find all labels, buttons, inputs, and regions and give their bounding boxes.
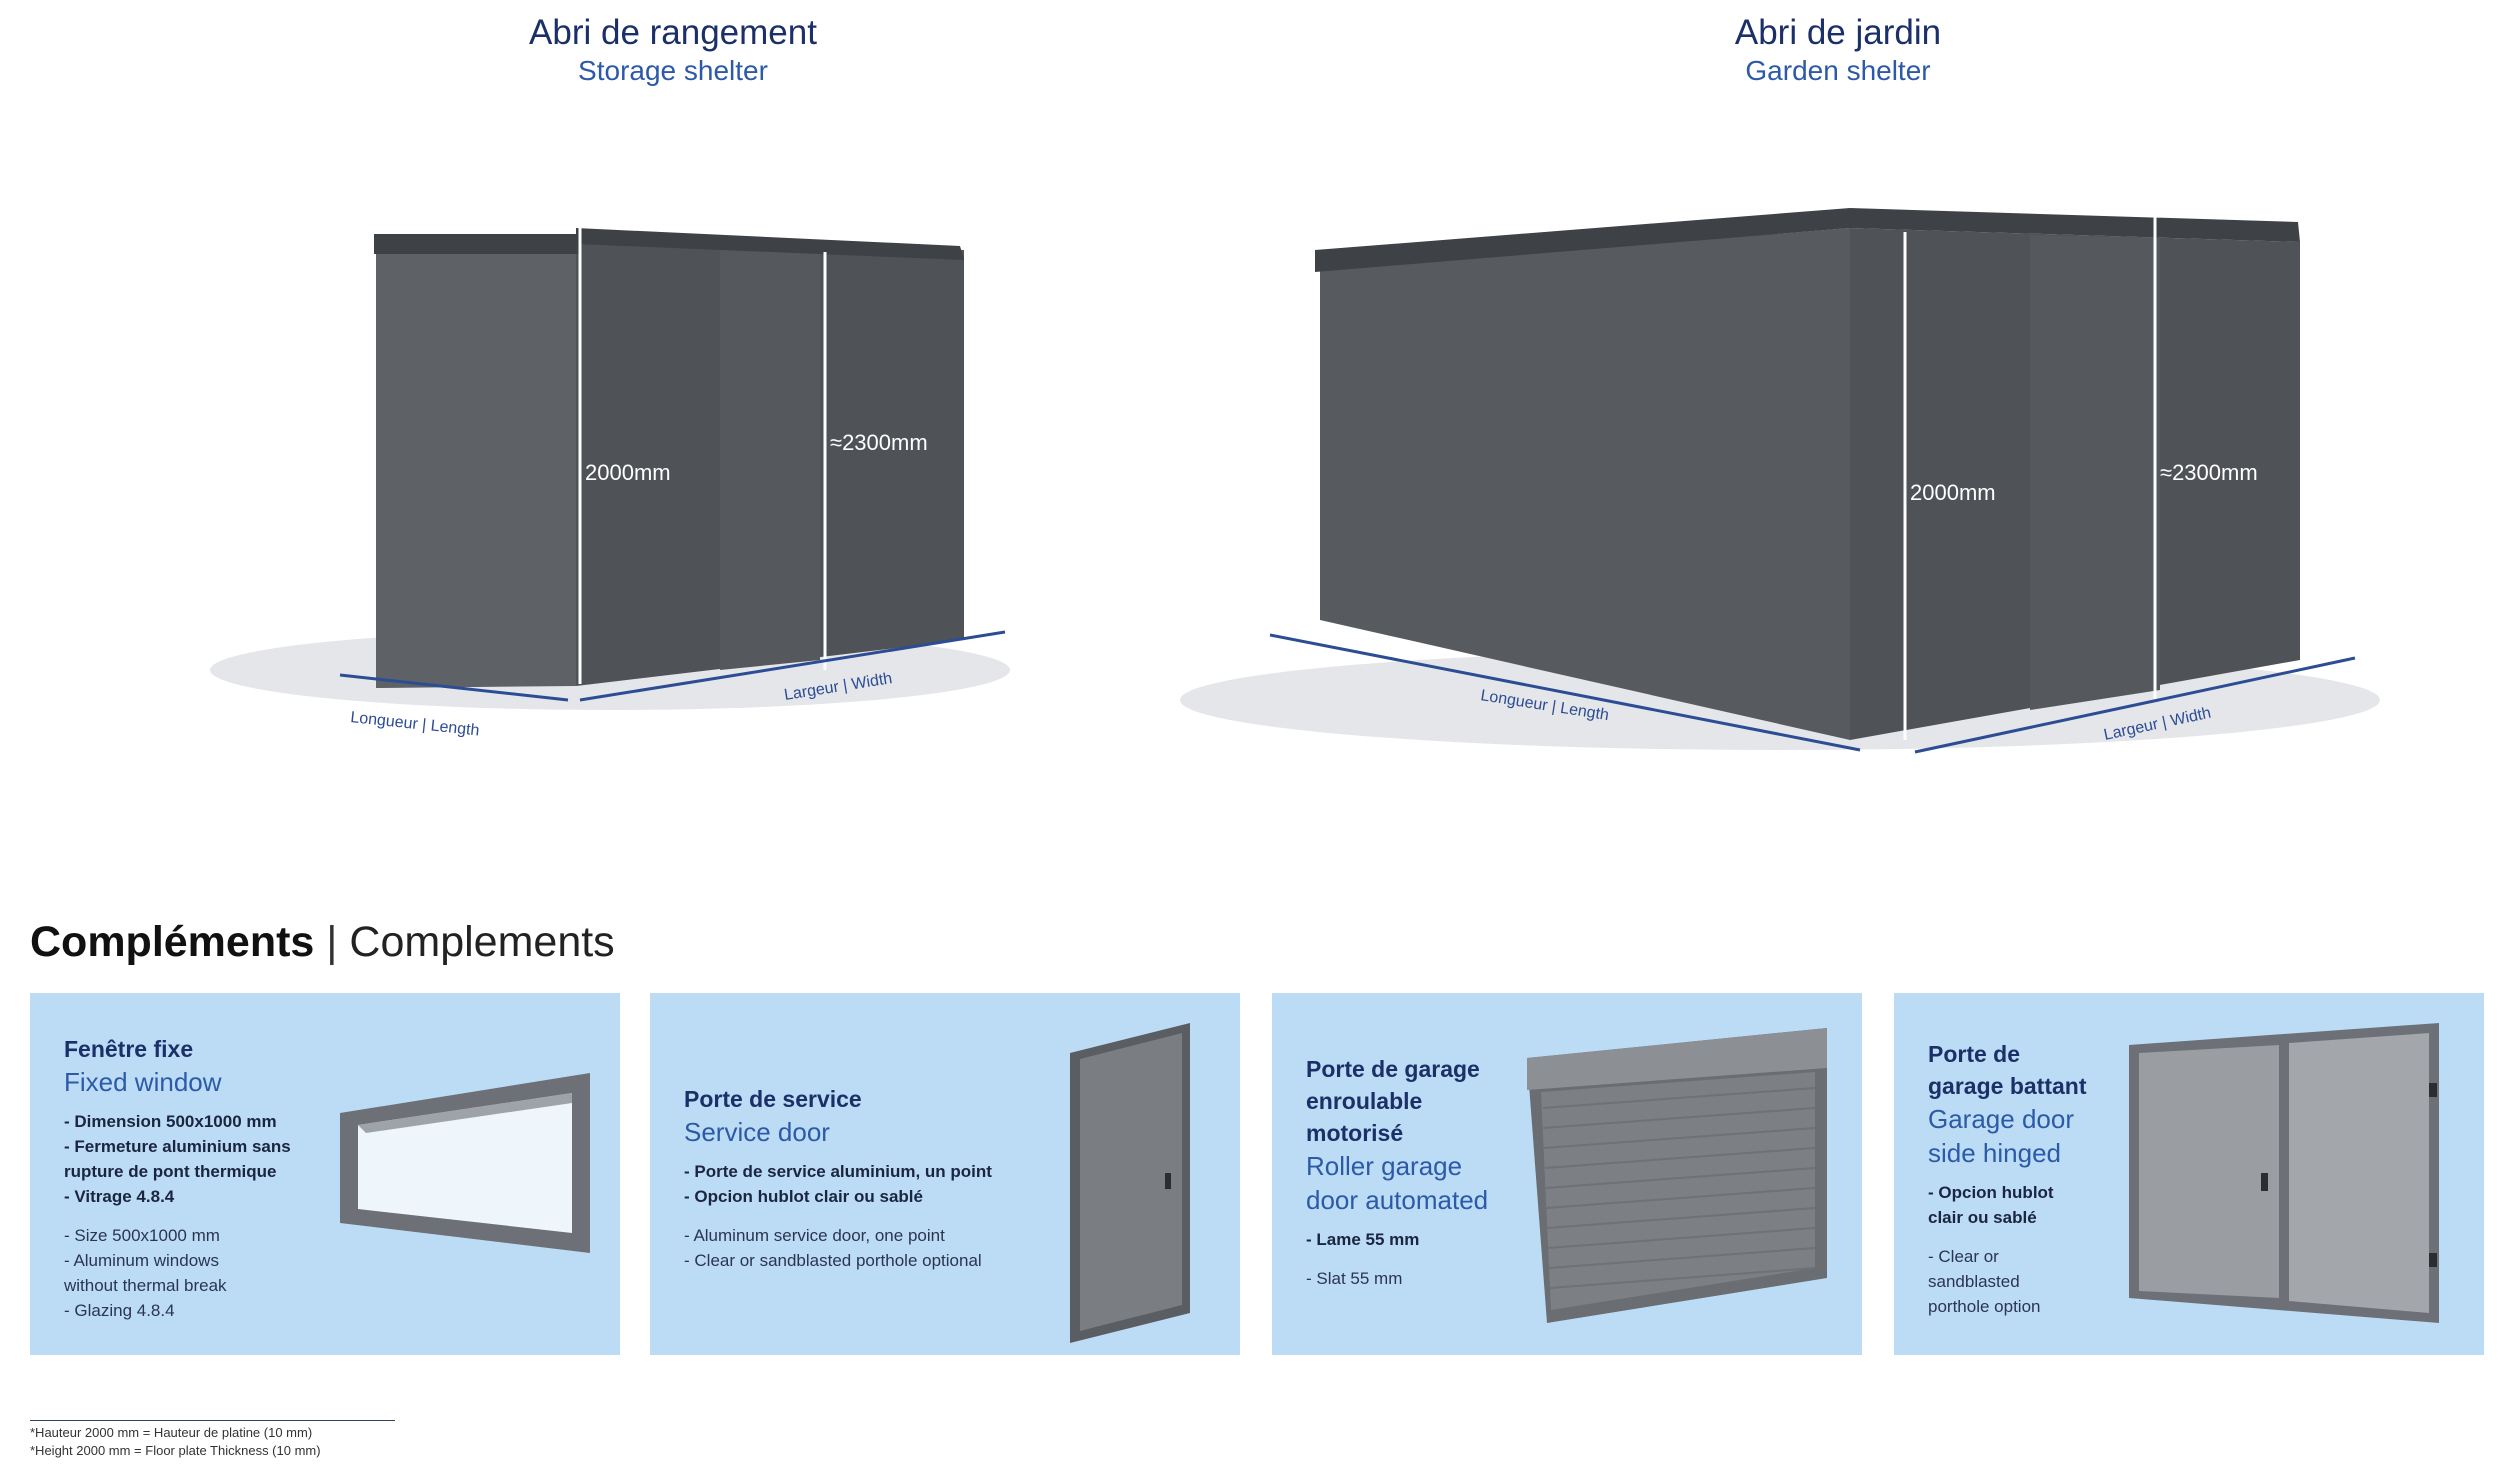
complement-card-fixed-window: Fenêtre fixe Fixed window - Dimension 50…: [30, 993, 620, 1355]
bullet-fr: - Dimension 500x1000 mm: [64, 1112, 277, 1131]
storage-length-label: Longueur | Length: [350, 709, 481, 739]
hinge-icon: [2429, 1083, 2437, 1097]
card-text: Porte de service Service door - Porte de…: [684, 1083, 992, 1273]
shed-side-wall: [1320, 228, 1850, 740]
complements-heading-en: Complements: [349, 918, 615, 966]
shed-roof-edge: [1315, 208, 1850, 272]
width-line: [579, 630, 1006, 702]
bullet-fr: - Fermeture aluminium sans: [64, 1137, 291, 1156]
card-title-fr: enroulable: [1306, 1088, 1423, 1114]
length-line: [1269, 633, 1861, 752]
bullet-en: without thermal break: [64, 1276, 227, 1295]
garden-shelter-title: Abri de jardin Garden shelter: [1488, 12, 2188, 88]
garden-height-total-label: ≈2300mm: [2160, 460, 2258, 485]
footnote-line-en: *Height 2000 mm = Floor plate Thickness …: [30, 1443, 321, 1458]
spacer: [684, 1209, 992, 1223]
card-title-fr: Porte de garage: [1306, 1056, 1480, 1082]
spacer: [1928, 1230, 2086, 1244]
garden-shelter-illustration: 2000mm ≈2300mm Longueur | Length Largeur…: [1180, 208, 2380, 754]
bullet-en: - Glazing 4.8.4: [64, 1301, 175, 1320]
width-line: [1914, 656, 2356, 754]
bullet-en: sandblasted: [1928, 1272, 2020, 1291]
card-text: Porte de garage battant Garage door side…: [1928, 1038, 2086, 1319]
complements-heading-separator: |: [314, 918, 350, 966]
hinge-icon: [2429, 1253, 2437, 1267]
bullet-en: - Slat 55 mm: [1306, 1269, 1403, 1288]
roller-garage-door-image: [1527, 1028, 1827, 1323]
card-text: Porte de garage enroulable motorisé Roll…: [1306, 1053, 1488, 1291]
complement-card-side-hinged-garage-door: Porte de garage battant Garage door side…: [1894, 993, 2484, 1355]
bullet-fr: - Opcion hublot: [1928, 1183, 2054, 1202]
card-title-en: Roller garage: [1306, 1151, 1463, 1181]
card-title-en: door automated: [1306, 1185, 1489, 1215]
complement-card-service-door: Porte de service Service door - Porte de…: [650, 993, 1240, 1355]
card-title-fr: Porte de service: [684, 1086, 862, 1112]
bullet-fr: - Opcion hublot clair ou sablé: [684, 1187, 923, 1206]
storage-title-en: Storage shelter: [578, 55, 768, 86]
service-door-image: [1070, 1023, 1190, 1343]
card-title-fr: motorisé: [1306, 1120, 1404, 1146]
card-title-en: Service door: [684, 1117, 830, 1147]
complements-heading-fr: Compléments: [30, 918, 315, 966]
complements-heading: Compléments | Complements: [30, 918, 615, 967]
footnote: *Hauteur 2000 mm = Hauteur de platine (1…: [30, 1420, 395, 1460]
card-title-fr: Porte de: [1928, 1041, 2021, 1067]
bullet-en: - Clear or: [1928, 1247, 1999, 1266]
card-title-en: Fixed window: [64, 1067, 222, 1097]
footnote-line-fr: *Hauteur 2000 mm = Hauteur de platine (1…: [30, 1425, 313, 1440]
bullet-en: - Aluminum service door, one point: [684, 1226, 945, 1245]
shed-side-wall: [376, 234, 576, 688]
length-line: [339, 673, 569, 702]
bullet-fr: - Porte de service aluminium, un point: [684, 1162, 992, 1181]
garden-title-en: Garden shelter: [1745, 55, 1931, 86]
side-hinged-garage-door-image: [2129, 1023, 2439, 1323]
door-handle-icon: [2261, 1173, 2268, 1191]
shed-roof-front: [1850, 208, 2300, 242]
bullet-fr: - Lame 55 mm: [1306, 1230, 1420, 1249]
bullet-fr: clair ou sablé: [1928, 1208, 2037, 1227]
storage-height-total-label: ≈2300mm: [830, 430, 928, 455]
shed-door: [2030, 235, 2160, 710]
card-title-fr: garage battant: [1928, 1073, 2087, 1099]
garden-title-fr: Abri de jardin: [1734, 13, 1942, 52]
bullet-en: porthole option: [1928, 1297, 2041, 1316]
bullet-en: - Clear or sandblasted porthole optional: [684, 1251, 982, 1270]
bullet-fr: - Vitrage 4.8.4: [64, 1187, 175, 1206]
door-handle-icon: [1165, 1173, 1171, 1189]
fixed-window-image: [340, 1073, 590, 1253]
storage-shelter-illustration: 2000mm ≈2300mm Longueur | Length Largeur…: [210, 200, 1010, 740]
bullet-fr: rupture de pont thermique: [64, 1162, 277, 1181]
card-text: Fenêtre fixe Fixed window - Dimension 50…: [64, 1033, 291, 1323]
card-title-en: side hinged: [1928, 1138, 2061, 1168]
bullet-en: - Size 500x1000 mm: [64, 1226, 220, 1245]
shed-roof-front: [576, 228, 964, 260]
storage-shelter-title: Abri de rangement Storage shelter: [323, 12, 1023, 88]
bullet-en: - Aluminum windows: [64, 1251, 219, 1270]
storage-title-fr: Abri de rangement: [529, 13, 817, 52]
spacer: [1306, 1252, 1488, 1266]
shed-door: [720, 238, 820, 670]
shed-roof-edge: [374, 234, 580, 254]
garden-height-label: 2000mm: [1910, 480, 1996, 505]
card-title-fr: Fenêtre fixe: [64, 1036, 194, 1062]
spacer: [64, 1209, 291, 1223]
complement-card-roller-garage-door: Porte de garage enroulable motorisé Roll…: [1272, 993, 1862, 1355]
card-title-en: Garage door: [1928, 1104, 2074, 1134]
storage-height-label: 2000mm: [585, 460, 671, 485]
